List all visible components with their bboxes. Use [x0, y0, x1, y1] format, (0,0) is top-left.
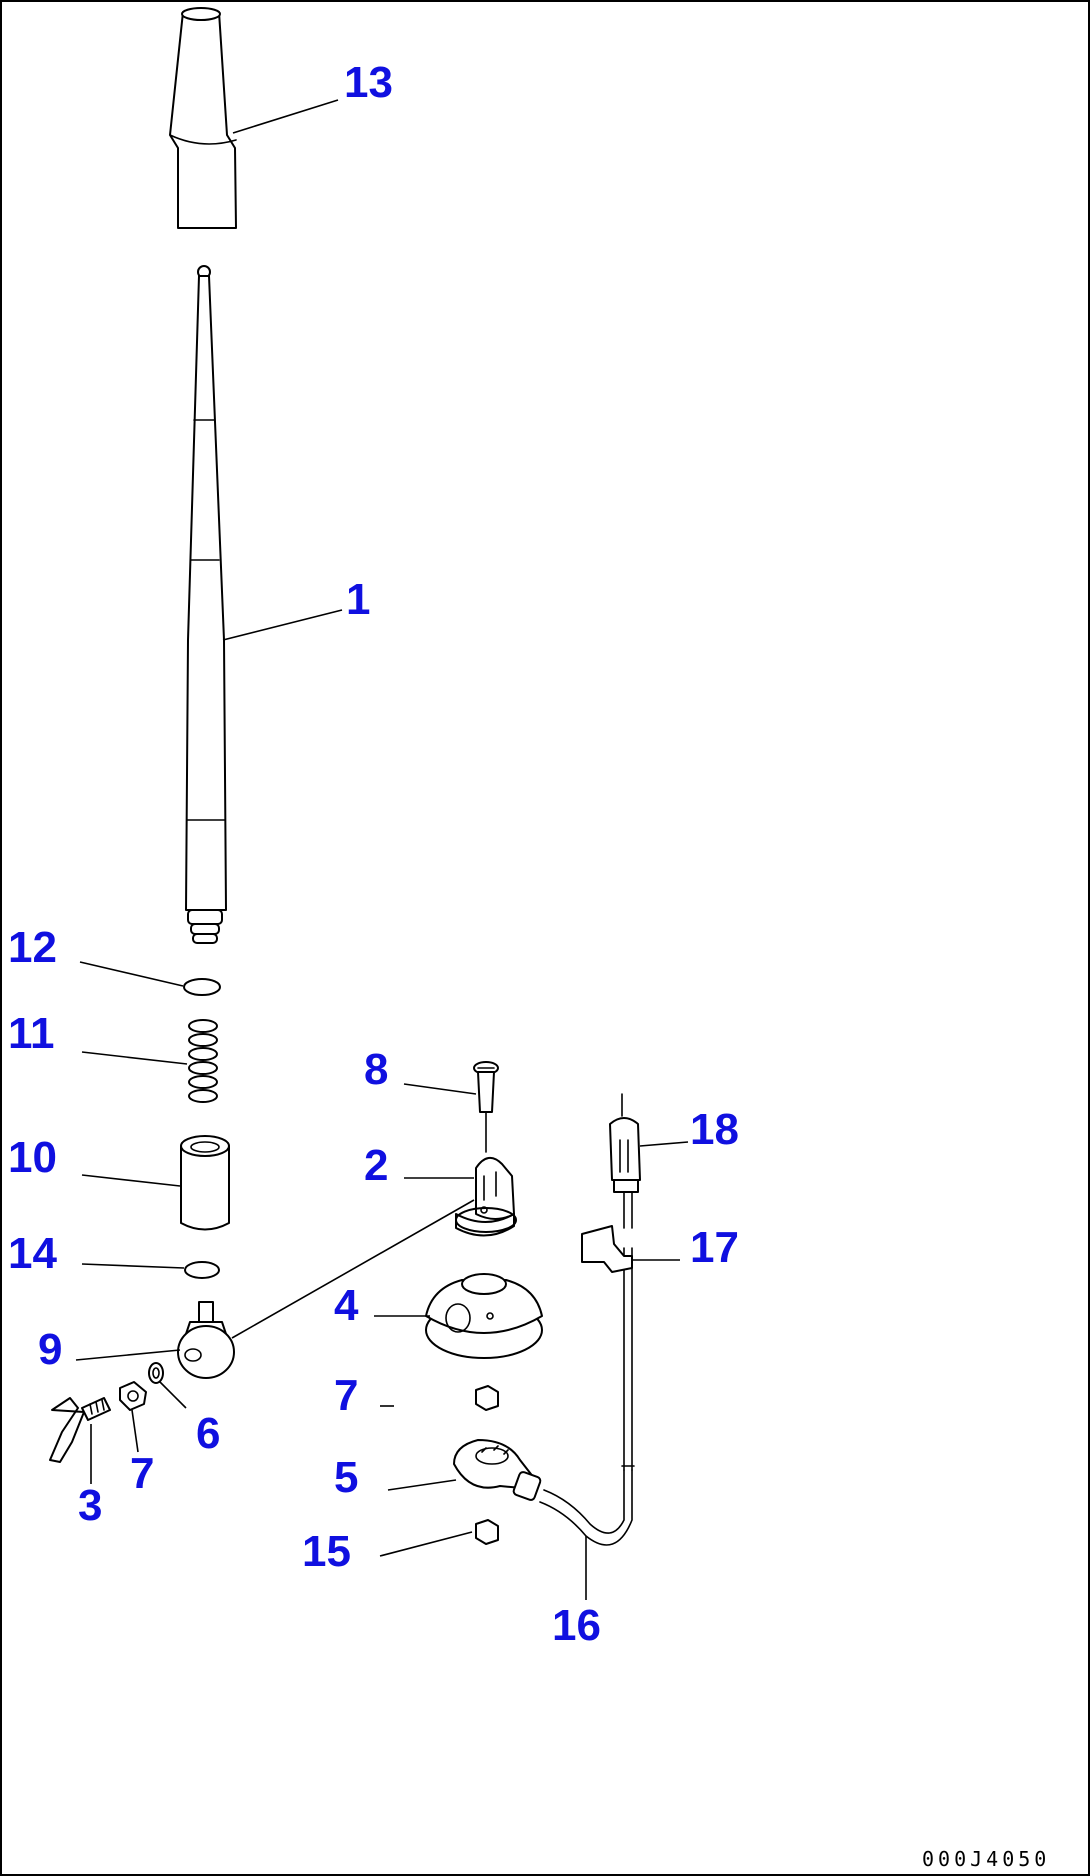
leader-15	[379, 1531, 473, 1557]
part-4-base-mount	[425, 1273, 543, 1359]
part-1-antenna-rod	[185, 265, 227, 944]
leader-lines	[75, 99, 689, 1600]
callout-10: 10	[8, 1133, 57, 1182]
callout-5: 5	[334, 1453, 358, 1502]
callout-1: 1	[346, 575, 370, 624]
leader-7-left	[131, 1409, 139, 1453]
callout-15: 15	[302, 1527, 351, 1576]
callout-16: 16	[552, 1601, 601, 1650]
callout-12: 12	[8, 923, 57, 972]
part-8-screw	[473, 1061, 499, 1153]
callout-14: 14	[8, 1229, 57, 1278]
leader-13	[232, 99, 339, 134]
part-13-antenna-cap	[169, 7, 237, 229]
part-9-swivel-joint	[177, 1301, 235, 1379]
leader-1	[222, 609, 343, 641]
part-15-nut	[475, 1519, 499, 1545]
part-2-bracket	[455, 1157, 517, 1237]
leader-6	[159, 1381, 187, 1409]
callouts: 13 1 12 11 10 14 9 3 7 6 8 2 4 7 5 15 16…	[8, 58, 739, 1650]
leader-8	[403, 1083, 477, 1095]
leader-11	[81, 1051, 188, 1065]
part-3-wing-bolt	[49, 1397, 111, 1463]
part-10-sleeve	[180, 1135, 230, 1231]
part-12-o-ring	[183, 978, 221, 996]
callout-8: 8	[364, 1045, 388, 1094]
leader-18	[639, 1141, 689, 1147]
leader-2-to-9	[231, 1199, 475, 1339]
part-5-cable-connector	[453, 1439, 542, 1501]
leader-9	[75, 1349, 181, 1361]
part-7-nut-right	[475, 1385, 499, 1411]
leader-10	[81, 1174, 181, 1187]
part-11-spring	[188, 1019, 218, 1103]
leader-12	[79, 961, 184, 987]
part-18-plug	[609, 1093, 641, 1229]
callout-17: 17	[690, 1223, 739, 1272]
part-17-cable-clip	[581, 1225, 633, 1273]
part-14-o-ring	[184, 1261, 220, 1279]
part-16-cable	[539, 1247, 635, 1546]
callout-4: 4	[334, 1281, 359, 1330]
callout-7-left: 7	[130, 1449, 154, 1498]
part-7-nut-left	[119, 1381, 147, 1411]
callout-3: 3	[78, 1481, 102, 1530]
callout-11: 11	[8, 1009, 55, 1058]
drawing-code: 000J4050	[922, 1847, 1050, 1871]
part-6-washer	[148, 1362, 164, 1384]
callout-18: 18	[690, 1105, 739, 1154]
leader-14	[81, 1263, 185, 1269]
callout-13: 13	[344, 58, 393, 107]
callout-2: 2	[364, 1141, 388, 1190]
callout-7-right: 7	[334, 1371, 358, 1420]
leader-5	[387, 1479, 457, 1491]
callout-6: 6	[196, 1409, 220, 1458]
callout-9: 9	[38, 1325, 62, 1374]
